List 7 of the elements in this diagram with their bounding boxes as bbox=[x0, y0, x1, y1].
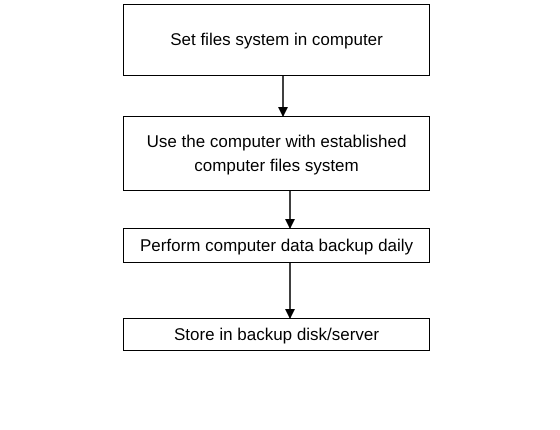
process-box: Store in backup disk/server bbox=[123, 318, 430, 351]
process-box: Set files system in computer bbox=[123, 4, 430, 76]
process-box: Perform computer data backup daily bbox=[123, 228, 430, 263]
process-box: Use the computer with established computer files system bbox=[123, 116, 430, 191]
arrow bbox=[285, 263, 295, 319]
arrow bbox=[278, 76, 288, 117]
arrow bbox=[285, 191, 295, 229]
